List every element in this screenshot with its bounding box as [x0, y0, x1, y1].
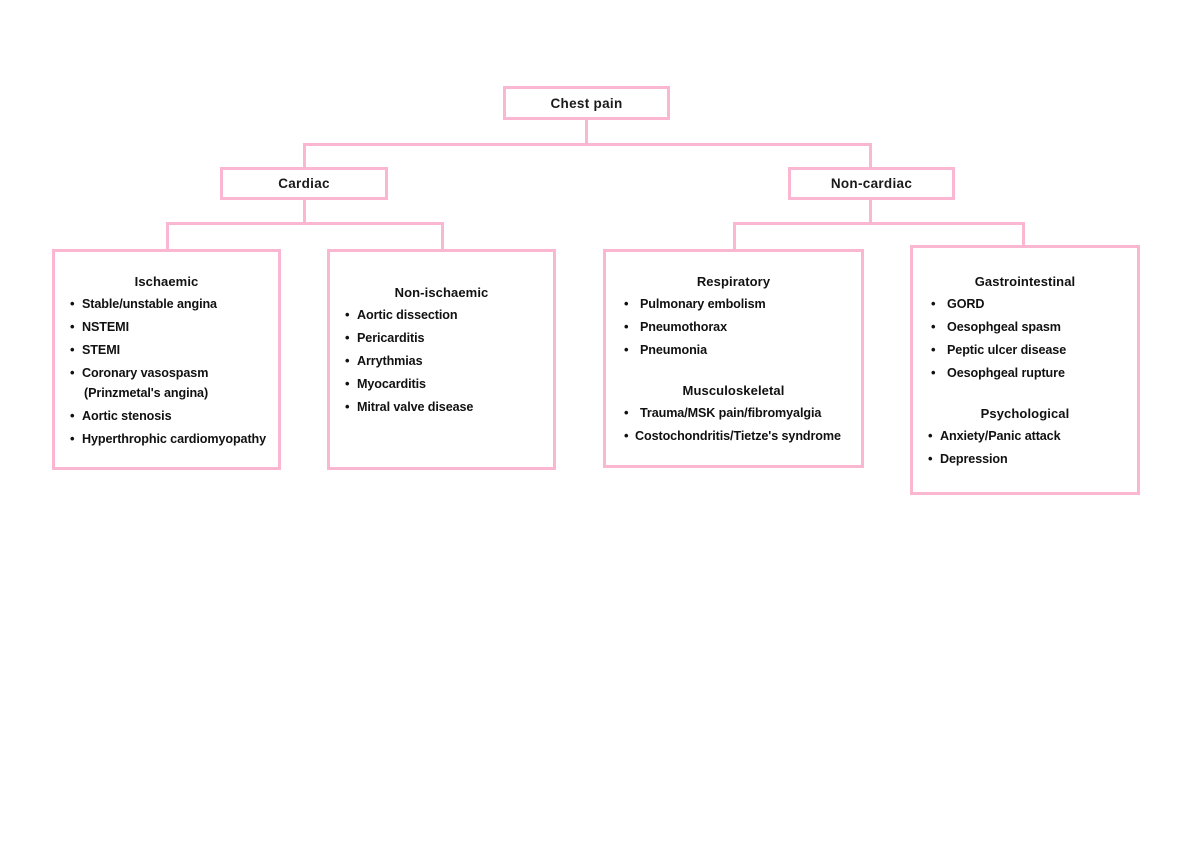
list-item: Trauma/MSK pain/fibromyalgia: [620, 406, 847, 420]
section-title-non-ischaemic: Non-ischaemic: [394, 285, 489, 300]
list-non-ischaemic: Aortic dissection Pericarditis Arrythmia…: [344, 308, 539, 414]
node-respiratory-musculoskeletal[interactable]: Respiratory Pulmonary embolism Pneumotho…: [603, 249, 864, 468]
list-item: Pulmonary embolism: [620, 297, 847, 311]
list-item: Coronary vasospasm: [69, 366, 264, 380]
list-item: Peptic ulcer disease: [927, 343, 1123, 357]
connector-non-cardiac-stem: [869, 200, 872, 222]
connector-to-ischaemic: [166, 222, 169, 249]
list-respiratory: Pulmonary embolism Pneumothorax Pneumoni…: [620, 297, 847, 357]
list-item: NSTEMI: [69, 320, 264, 334]
list-item: Aortic dissection: [344, 308, 539, 322]
connector-to-respiratory: [733, 222, 736, 249]
node-chest-pain-label: Chest pain: [550, 95, 623, 111]
list-item: Pneumonia: [620, 343, 847, 357]
connector-to-gastrointestinal: [1022, 222, 1025, 245]
list-item: Arrythmias: [344, 354, 539, 368]
list-ischaemic: Stable/unstable angina NSTEMI STEMI Coro…: [69, 297, 266, 446]
list-item: Pericarditis: [344, 331, 539, 345]
list-item: Stable/unstable angina: [69, 297, 264, 311]
connector-non-cardiac-bus: [733, 222, 1025, 225]
connector-to-cardiac: [303, 143, 306, 170]
section-title-gastrointestinal: Gastrointestinal: [974, 274, 1076, 289]
list-item: STEMI: [69, 343, 264, 357]
list-psychological: Anxiety/Panic attack Depression: [927, 429, 1123, 466]
list-item: Hyperthrophic cardiomyopathy: [69, 432, 266, 446]
node-cardiac[interactable]: Cardiac: [220, 167, 388, 200]
list-item: (Prinzmetal's angina): [84, 385, 209, 400]
section-title-musculoskeletal: Musculoskeletal: [682, 382, 785, 398]
list-item: Oesophgeal spasm: [927, 320, 1123, 334]
node-non-cardiac[interactable]: Non-cardiac: [788, 167, 955, 200]
list-item: Pneumothorax: [620, 320, 847, 334]
section-title-ischaemic: Ischaemic: [134, 274, 199, 289]
section-title-psychological: Psychological: [980, 405, 1070, 421]
list-gastrointestinal: GORD Oesophgeal spasm Peptic ulcer disea…: [927, 297, 1123, 380]
connector-to-non-ischaemic: [441, 222, 444, 249]
list-item: GORD: [927, 297, 1123, 311]
list-item: Costochondritis/Tietze's syndrome: [620, 429, 847, 443]
connector-cardiac-bus: [166, 222, 444, 225]
connector-root-stem: [585, 120, 588, 143]
list-item: Anxiety/Panic attack: [927, 429, 1123, 443]
section-title-respiratory: Respiratory: [696, 274, 771, 289]
node-cardiac-label: Cardiac: [278, 176, 330, 191]
node-non-ischaemic[interactable]: Non-ischaemic Aortic dissection Pericard…: [327, 249, 556, 470]
list-item: Aortic stenosis: [69, 409, 264, 423]
connector-cardiac-stem: [303, 200, 306, 222]
list-item: Depression: [927, 452, 1123, 466]
connector-to-non-cardiac: [869, 143, 872, 170]
node-non-cardiac-label: Non-cardiac: [830, 176, 913, 191]
node-gastrointestinal-psychological[interactable]: Gastrointestinal GORD Oesophgeal spasm P…: [910, 245, 1140, 495]
list-item: Myocarditis: [344, 377, 539, 391]
list-item: Mitral valve disease: [344, 400, 539, 414]
node-chest-pain[interactable]: Chest pain: [503, 86, 670, 120]
list-musculoskeletal: Trauma/MSK pain/fibromyalgia Costochondr…: [620, 406, 847, 443]
connector-top-bus: [303, 143, 872, 146]
node-ischaemic[interactable]: Ischaemic Stable/unstable angina NSTEMI …: [52, 249, 281, 470]
list-item: Oesophgeal rupture: [927, 366, 1123, 380]
